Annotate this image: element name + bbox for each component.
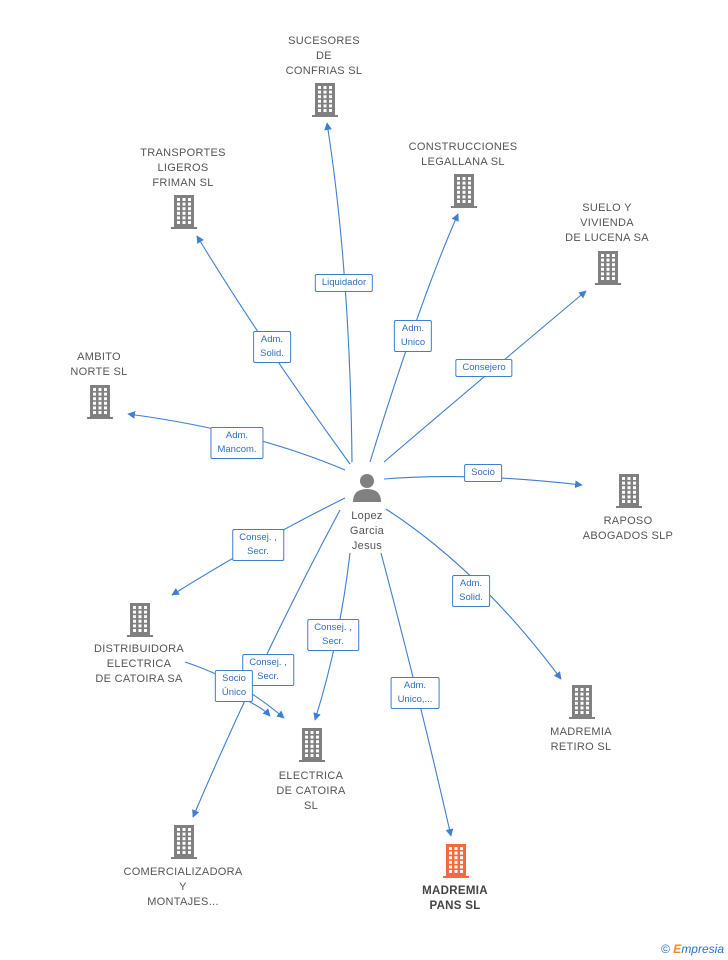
relation-badge-line: Solid. (459, 592, 483, 603)
relation-badge-line: Unico (400, 337, 426, 348)
relation-badge-line: Consejero (462, 362, 506, 373)
company-label-line: PANS SL (429, 900, 481, 912)
building-icon-madremia_retiro[interactable] (569, 685, 595, 719)
company-label-comercializadora[interactable]: COMERCIALIZADORA Y MONTAJES... (98, 865, 268, 910)
relation-badge-line: Único (221, 687, 247, 698)
building-icon-madremia_pans[interactable] (443, 844, 469, 878)
company-label-madremia_retiro[interactable]: MADREMIA RETIRO SL (496, 725, 666, 755)
company-label-line: AMBITO (77, 351, 121, 363)
relation-badge-line: Secr. (322, 636, 344, 647)
relation-badge-line: Socio (471, 467, 495, 478)
building-icon-sucesores[interactable] (312, 83, 338, 117)
building-icon-comercializadora[interactable] (171, 825, 197, 859)
person-name-line: Jesus (351, 540, 383, 552)
company-label-line: MADREMIA (422, 885, 488, 897)
relation-badge-distribuidora[interactable]: Consej. , Secr. (232, 529, 284, 561)
company-label-line: LEGALLANA SL (421, 156, 505, 168)
building-icon-raposo[interactable] (616, 474, 642, 508)
company-label-line: SL (303, 800, 319, 812)
company-label-electrica[interactable]: ELECTRICA DE CATOIRA SL (226, 769, 396, 814)
building-icon-suelo[interactable] (595, 251, 621, 285)
company-label-line: DE CATOIRA SA (95, 673, 183, 685)
relation-badge-line: Secr. (257, 671, 279, 682)
company-label-line: COMERCIALIZADORA (123, 866, 243, 878)
company-label-line: ELECTRICA (106, 658, 172, 670)
relation-badge-construcciones[interactable]: Adm. Unico (393, 320, 433, 352)
company-label-line: RETIRO SL (550, 741, 612, 753)
relation-badge-suelo[interactable]: Consejero (455, 359, 513, 377)
relation-badge-transportes[interactable]: Adm. Solid. (253, 331, 291, 363)
company-label-line: FRIMAN SL (152, 177, 214, 189)
relation-badge-madremia_pans[interactable]: Adm. Unico,... (390, 677, 440, 709)
footer-brand: © Empresia (661, 942, 724, 956)
company-label-line: LIGEROS (157, 162, 209, 174)
relation-badge-line: Mancom. (217, 444, 257, 455)
company-label-line: TRANSPORTES (140, 147, 226, 159)
company-label-line: MONTAJES... (147, 896, 219, 908)
brand-logo-initial: E (673, 942, 682, 956)
relation-badge-line: Socio (222, 673, 246, 684)
company-label-distribuidora[interactable]: DISTRIBUIDORA ELECTRICA DE CATOIRA SA (54, 642, 224, 687)
icons-layer (87, 83, 642, 878)
relation-badge-line: Adm. (225, 430, 249, 441)
company-label-sucesores[interactable]: SUCESORES DE CONFRIAS SL (239, 34, 409, 79)
company-label-line: SUELO Y (582, 202, 632, 214)
relation-badge-electrica[interactable]: Consej. , Secr. (307, 619, 359, 651)
relation-badge-sucesores[interactable]: Liquidador (314, 274, 374, 292)
company-label-madremia_pans[interactable]: MADREMIA PANS SL (370, 884, 540, 914)
company-label-line: ELECTRICA (278, 770, 344, 782)
company-label-line: SUCESORES (288, 35, 360, 47)
company-label-ambito[interactable]: AMBITO NORTE SL (14, 350, 184, 380)
company-label-line: RAPOSO (603, 515, 653, 527)
relation-badge-raposo[interactable]: Socio (464, 464, 502, 482)
company-label-line: DE CATOIRA (276, 785, 346, 797)
building-icon-ambito[interactable] (87, 385, 113, 419)
company-label-line: Y (179, 881, 187, 893)
company-label-line: CONFRIAS SL (285, 65, 363, 77)
company-label-line: VIVIENDA (580, 217, 634, 229)
company-label-line: NORTE SL (70, 366, 128, 378)
building-icon-construcciones[interactable] (451, 174, 477, 208)
company-label-line: DISTRIBUIDORA (93, 643, 185, 655)
company-label-line: CONSTRUCCIONES (408, 141, 518, 153)
relation-badge-line: Consej. , (239, 532, 277, 543)
relation-badge-line: Secr. (247, 546, 269, 557)
edge-sucesores (324, 122, 353, 463)
relation-badge-line: Consej. , (314, 622, 352, 633)
building-icon-transportes[interactable] (171, 195, 197, 229)
company-label-line: ABOGADOS SLP (582, 530, 674, 542)
person-name-line: Lopez (351, 510, 383, 522)
copyright-symbol: © (661, 942, 670, 956)
brand-logo-rest: mpresia (681, 942, 724, 956)
person-icon[interactable] (353, 474, 381, 502)
relation-badge-line: Adm. (401, 323, 425, 334)
relation-badge-line: Solid. (260, 348, 284, 359)
person-name-line: Garcia (349, 525, 385, 537)
relation-badge-line: Adm. (260, 334, 284, 345)
company-label-construcciones[interactable]: CONSTRUCCIONES LEGALLANA SL (378, 140, 548, 170)
building-icon-electrica[interactable] (299, 728, 325, 762)
company-label-line: DE LUCENA SA (565, 232, 649, 244)
relation-badge-line: Consej. , (249, 657, 287, 668)
edge-suelo (383, 290, 587, 463)
relation-badge-line: Liquidador (321, 277, 367, 288)
building-icon-distribuidora[interactable] (127, 603, 153, 637)
relation-badge-line: Unico,... (397, 694, 433, 705)
company-label-line: MADREMIA (550, 726, 612, 738)
company-label-suelo[interactable]: SUELO Y VIVIENDA DE LUCENA SA (522, 201, 692, 246)
company-label-transportes[interactable]: TRANSPORTES LIGEROS FRIMAN SL (98, 146, 268, 191)
edge-construcciones (369, 213, 459, 463)
company-label-line: DE (316, 50, 332, 62)
company-label-raposo[interactable]: RAPOSO ABOGADOS SLP (543, 514, 713, 544)
relation-badge-line: Adm. (459, 578, 483, 589)
relation-badge-madremia_retiro[interactable]: Adm. Solid. (452, 575, 490, 607)
relation-badge-ambito[interactable]: Adm. Mancom. (210, 427, 264, 459)
relation-badge-line: Adm. (403, 680, 427, 691)
